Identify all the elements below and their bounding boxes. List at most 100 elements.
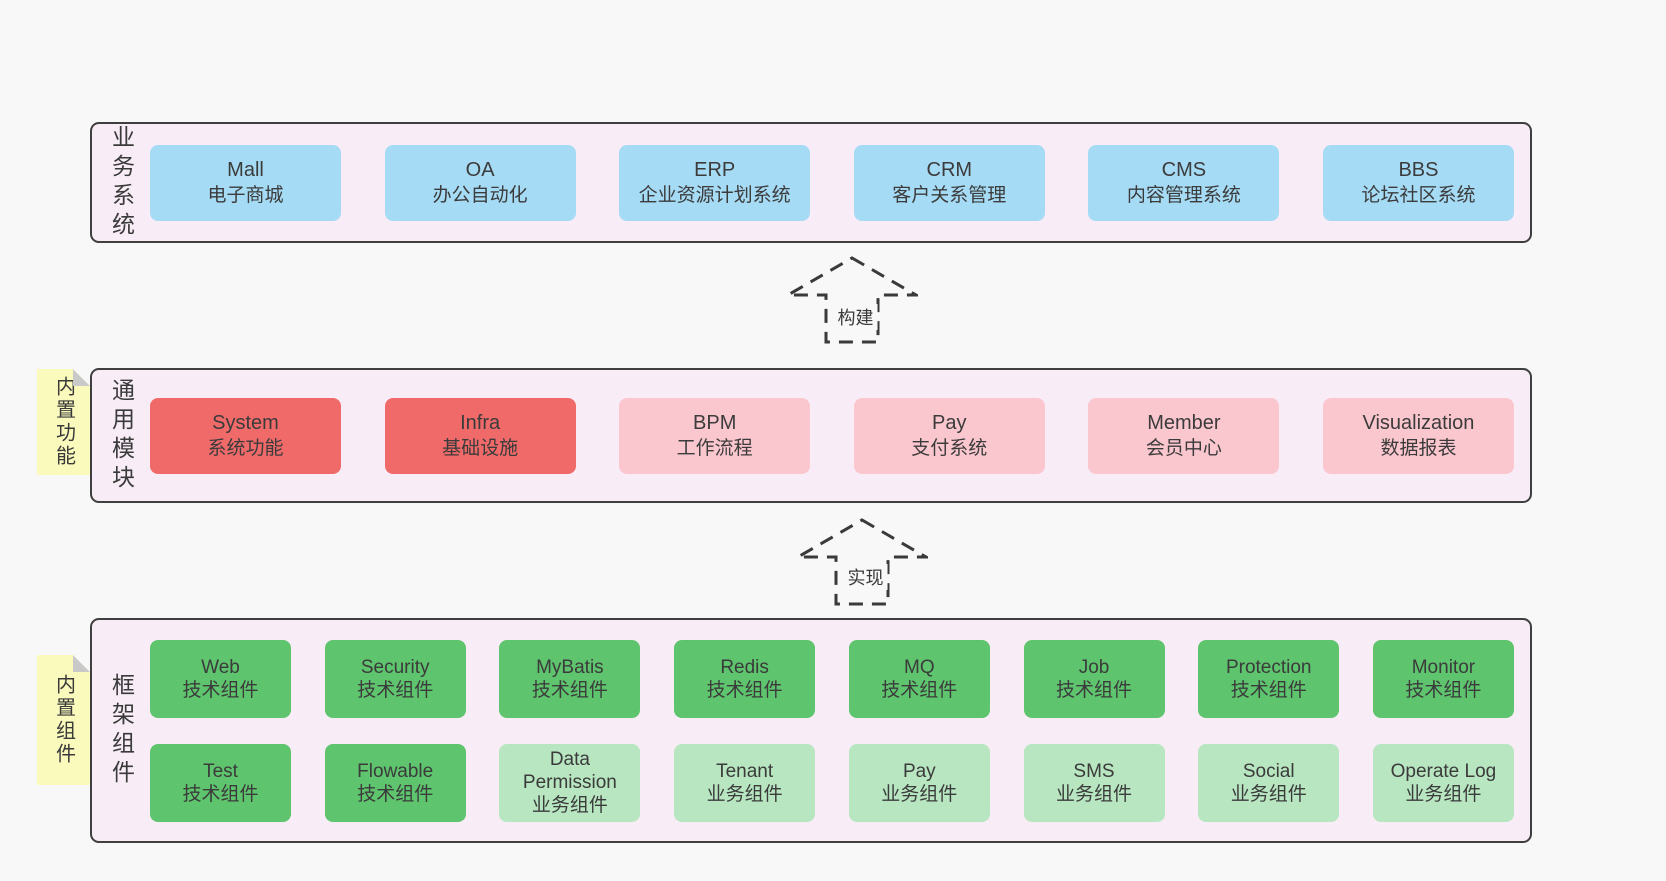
box-subtitle: 业务组件 (1230, 783, 1307, 805)
box-title: Flowable (357, 760, 434, 782)
box-infra: Infra 基础设施 (384, 397, 576, 474)
box-title: Redis (720, 656, 769, 678)
arrow-build: 构建 (786, 256, 918, 344)
box-title: Data Permission (522, 749, 617, 793)
folded-corner-icon (73, 369, 90, 386)
modules-box-row: System 系统功能 Infra 基础设施 BPM 工作流程 Pay 支付系统 Member 会… (150, 397, 1514, 474)
box-title: Mall (227, 158, 264, 181)
note-tag-builtin-components: 内置组件 (37, 655, 90, 785)
panel-label-column: 通用模块 (92, 370, 150, 501)
box-subtitle: 内容管理系统 (1126, 184, 1241, 206)
box-subtitle: 客户关系管理 (892, 184, 1007, 206)
box-subtitle: 业务组件 (531, 795, 608, 816)
box-subtitle: 会员中心 (1145, 437, 1222, 459)
note-tag-builtin-features: 内置功能 (37, 369, 90, 475)
box-subtitle: 技术组件 (706, 679, 783, 701)
box-subtitle: 业务组件 (881, 783, 958, 805)
box-subtitle: 技术组件 (1230, 679, 1307, 701)
box-title: Web (201, 656, 240, 678)
box-title: Visualization (1362, 411, 1475, 434)
box-subtitle: 办公自动化 (432, 184, 528, 206)
box-title: SMS (1073, 760, 1115, 782)
box-title: Pay (932, 411, 967, 434)
box-subtitle: 业务组件 (1405, 783, 1482, 805)
panel-common-modules: 通用模块 System 系统功能 Infra 基础设施 BPM 工作流程 Pay 支付系统 Me… (90, 368, 1532, 503)
box-subtitle: 技术组件 (881, 679, 958, 701)
box-subtitle: 技术组件 (1405, 679, 1482, 701)
panel-modules-label: 通用模块 (108, 377, 135, 494)
box-subtitle: 业务组件 (706, 783, 783, 805)
box-title: System (212, 411, 279, 434)
box-pay: Pay 支付系统 (853, 397, 1045, 474)
folded-corner-icon (73, 655, 90, 672)
box-crm: CRM 客户关系管理 (853, 144, 1045, 221)
box-subtitle: 电子商城 (207, 184, 284, 206)
box-subtitle: 数据报表 (1380, 437, 1457, 459)
box-title: Test (203, 760, 238, 782)
box-title: Member (1147, 411, 1221, 434)
box-title: Operate Log (1390, 760, 1497, 782)
box-title: CRM (926, 158, 973, 181)
panel-label-column: 框架组件 (92, 620, 150, 841)
dashed-up-arrow-icon (796, 518, 928, 606)
box-member: Member 会员中心 (1088, 397, 1280, 474)
box-title: CMS (1161, 158, 1207, 181)
box-subtitle: 技术组件 (182, 783, 259, 805)
box-subtitle: 技术组件 (182, 679, 259, 701)
dashed-up-arrow-icon (786, 256, 918, 344)
box-subtitle: 工作流程 (676, 437, 753, 459)
box-subtitle: 论坛社区系统 (1361, 184, 1476, 206)
box-bpm: BPM 工作流程 (619, 397, 811, 474)
box-title: Protection (1225, 656, 1312, 678)
box-title: Security (360, 656, 430, 678)
box-title: Monitor (1411, 656, 1476, 678)
box-system: System 系统功能 (150, 397, 341, 474)
box-subtitle: 基础设施 (442, 437, 519, 459)
panel-business-label: 业务系统 (108, 124, 135, 241)
box-subtitle: 技术组件 (1056, 679, 1133, 701)
box-subtitle: 系统功能 (207, 437, 284, 459)
panel-framework-label: 框架组件 (108, 672, 135, 789)
box-title: Pay (902, 760, 936, 782)
box-subtitle: 业务组件 (1056, 783, 1133, 805)
box-title: Job (1078, 656, 1110, 678)
box-title: Tenant (716, 760, 774, 782)
box-subtitle: 支付系统 (911, 437, 988, 459)
box-title: BPM (693, 411, 737, 434)
box-title: Infra (460, 411, 501, 434)
box-visualization: Visualization 数据报表 (1322, 397, 1514, 474)
note-tag-label: 内置功能 (52, 376, 75, 468)
box-oa: OA 办公自动化 (384, 144, 576, 221)
box-subtitle: 技术组件 (357, 783, 434, 805)
box-subtitle: 技术组件 (531, 679, 608, 701)
box-title: MQ (904, 656, 935, 678)
panel-label-column: 业务系统 (92, 124, 150, 241)
arrow-implement-label: 实现 (843, 564, 888, 590)
box-title: OA (465, 158, 495, 181)
note-tag-label: 内置组件 (52, 674, 75, 766)
arrow-implement: 实现 (796, 516, 928, 608)
